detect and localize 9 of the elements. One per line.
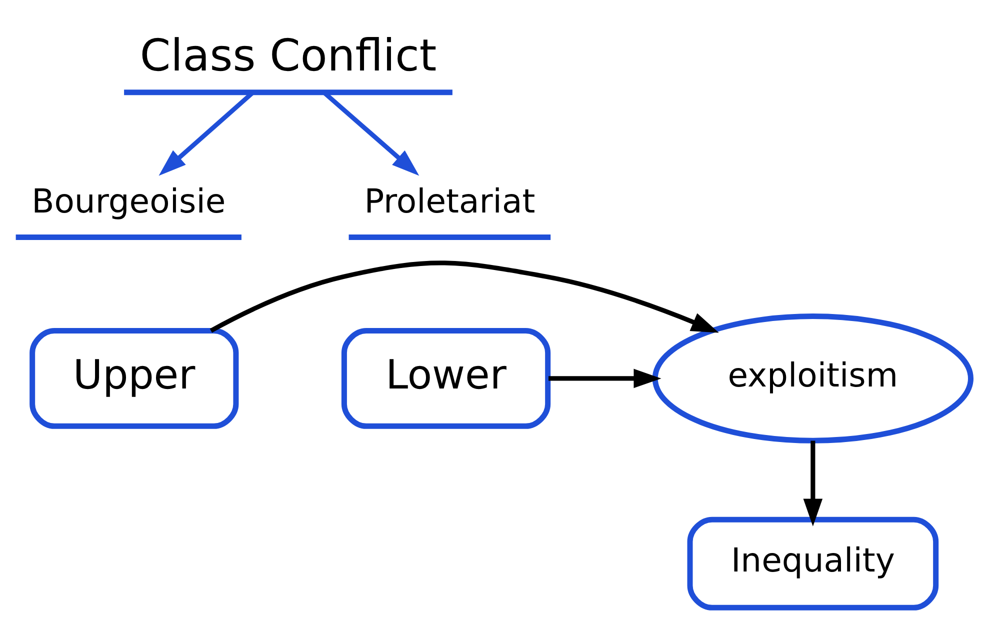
arrow bbox=[548, 368, 662, 388]
node-box: Upper bbox=[30, 328, 239, 429]
arrow bbox=[210, 260, 719, 333]
node-text: Proletariat bbox=[364, 181, 536, 220]
node-box: Lower bbox=[341, 328, 551, 429]
node-box: Inequality bbox=[687, 516, 939, 610]
node-text: Bourgeoisie bbox=[32, 181, 226, 220]
node-text: Class Conflict bbox=[140, 30, 437, 82]
arrow bbox=[803, 440, 823, 526]
